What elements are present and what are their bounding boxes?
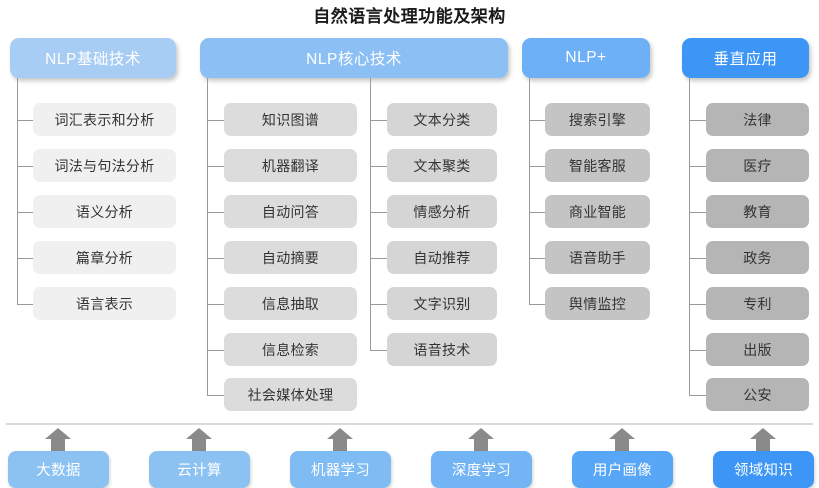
connector-stub	[689, 395, 706, 396]
connector-stub	[529, 304, 545, 305]
item-box[interactable]: 教育	[706, 195, 809, 228]
item-box[interactable]: 词汇表示和分析	[33, 103, 176, 136]
arrow-up-icon	[186, 428, 212, 452]
item-box[interactable]: 公安	[706, 378, 809, 411]
connector-spine-col2-right	[370, 78, 371, 351]
connector-stub	[17, 304, 33, 305]
connector-stub	[529, 258, 545, 259]
connector-stub	[689, 212, 706, 213]
item-box[interactable]: 信息抽取	[224, 287, 357, 320]
item-box[interactable]: 舆情监控	[545, 287, 650, 320]
connector-spine-col3	[529, 78, 530, 305]
foundation-box-cloud-computing[interactable]: 云计算	[149, 451, 250, 488]
connector-spine-col4	[689, 78, 690, 396]
foundation-box-machine-learning[interactable]: 机器学习	[290, 451, 391, 488]
arrow-up-icon	[327, 428, 353, 452]
connector-stub	[370, 304, 387, 305]
connector-spine-col2-left	[207, 78, 208, 396]
arrow-up-icon	[468, 428, 494, 452]
connector-stub	[207, 350, 224, 351]
item-box[interactable]: 信息检索	[224, 333, 357, 366]
foundation-box-domain-knowledge[interactable]: 领域知识	[713, 451, 814, 488]
item-box[interactable]: 词法与句法分析	[33, 149, 176, 182]
connector-stub	[689, 258, 706, 259]
connector-stub	[370, 120, 387, 121]
arrow-up-icon	[750, 428, 776, 452]
connector-stub	[207, 120, 224, 121]
item-box[interactable]: 语言表示	[33, 287, 176, 320]
item-box[interactable]: 自动问答	[224, 195, 357, 228]
connector-stub	[17, 212, 33, 213]
item-box[interactable]: 自动推荐	[387, 241, 497, 274]
item-box[interactable]: 医疗	[706, 149, 809, 182]
foundation-box-user-profile[interactable]: 用户画像	[572, 451, 673, 488]
item-box[interactable]: 文本聚类	[387, 149, 497, 182]
connector-stub	[689, 304, 706, 305]
connector-stub	[17, 258, 33, 259]
connector-stub	[207, 212, 224, 213]
item-box[interactable]: 自动摘要	[224, 241, 357, 274]
item-box[interactable]: 语音技术	[387, 333, 497, 366]
item-box[interactable]: 文本分类	[387, 103, 497, 136]
item-box[interactable]: 出版	[706, 333, 809, 366]
item-box[interactable]: 法律	[706, 103, 809, 136]
item-box[interactable]: 情感分析	[387, 195, 497, 228]
connector-stub	[370, 166, 387, 167]
column-header-nlp-core[interactable]: NLP核心技术	[200, 38, 508, 78]
connector-spine-col1	[17, 78, 18, 305]
arrow-up-icon	[609, 428, 635, 452]
foundation-box-big-data[interactable]: 大数据	[8, 451, 109, 488]
section-divider	[6, 423, 813, 425]
connector-stub	[370, 212, 387, 213]
connector-stub	[207, 166, 224, 167]
connector-stub	[370, 258, 387, 259]
item-box[interactable]: 专利	[706, 287, 809, 320]
item-box[interactable]: 语音助手	[545, 241, 650, 274]
column-header-nlp-plus[interactable]: NLP+	[522, 38, 650, 78]
item-box[interactable]: 搜索引擎	[545, 103, 650, 136]
item-box[interactable]: 篇章分析	[33, 241, 176, 274]
connector-stub	[689, 166, 706, 167]
page-title: 自然语言处理功能及架构	[313, 7, 506, 26]
connector-stub	[370, 350, 387, 351]
connector-stub	[207, 304, 224, 305]
item-box[interactable]: 商业智能	[545, 195, 650, 228]
connector-stub	[689, 120, 706, 121]
column-header-vertical-apps[interactable]: 垂直应用	[682, 38, 809, 78]
foundation-box-deep-learning[interactable]: 深度学习	[431, 451, 532, 488]
column-header-nlp-basic[interactable]: NLP基础技术	[10, 38, 176, 78]
arrow-up-icon	[45, 428, 71, 452]
item-box[interactable]: 知识图谱	[224, 103, 357, 136]
connector-stub	[529, 120, 545, 121]
connector-stub	[689, 350, 706, 351]
item-box[interactable]: 政务	[706, 241, 809, 274]
item-box[interactable]: 社会媒体处理	[224, 378, 357, 411]
item-box[interactable]: 文字识别	[387, 287, 497, 320]
connector-stub	[207, 395, 224, 396]
item-box[interactable]: 语义分析	[33, 195, 176, 228]
connector-stub	[17, 120, 33, 121]
connector-stub	[207, 258, 224, 259]
connector-stub	[529, 212, 545, 213]
connector-stub	[529, 166, 545, 167]
item-box[interactable]: 智能客服	[545, 149, 650, 182]
connector-stub	[17, 166, 33, 167]
item-box[interactable]: 机器翻译	[224, 149, 357, 182]
